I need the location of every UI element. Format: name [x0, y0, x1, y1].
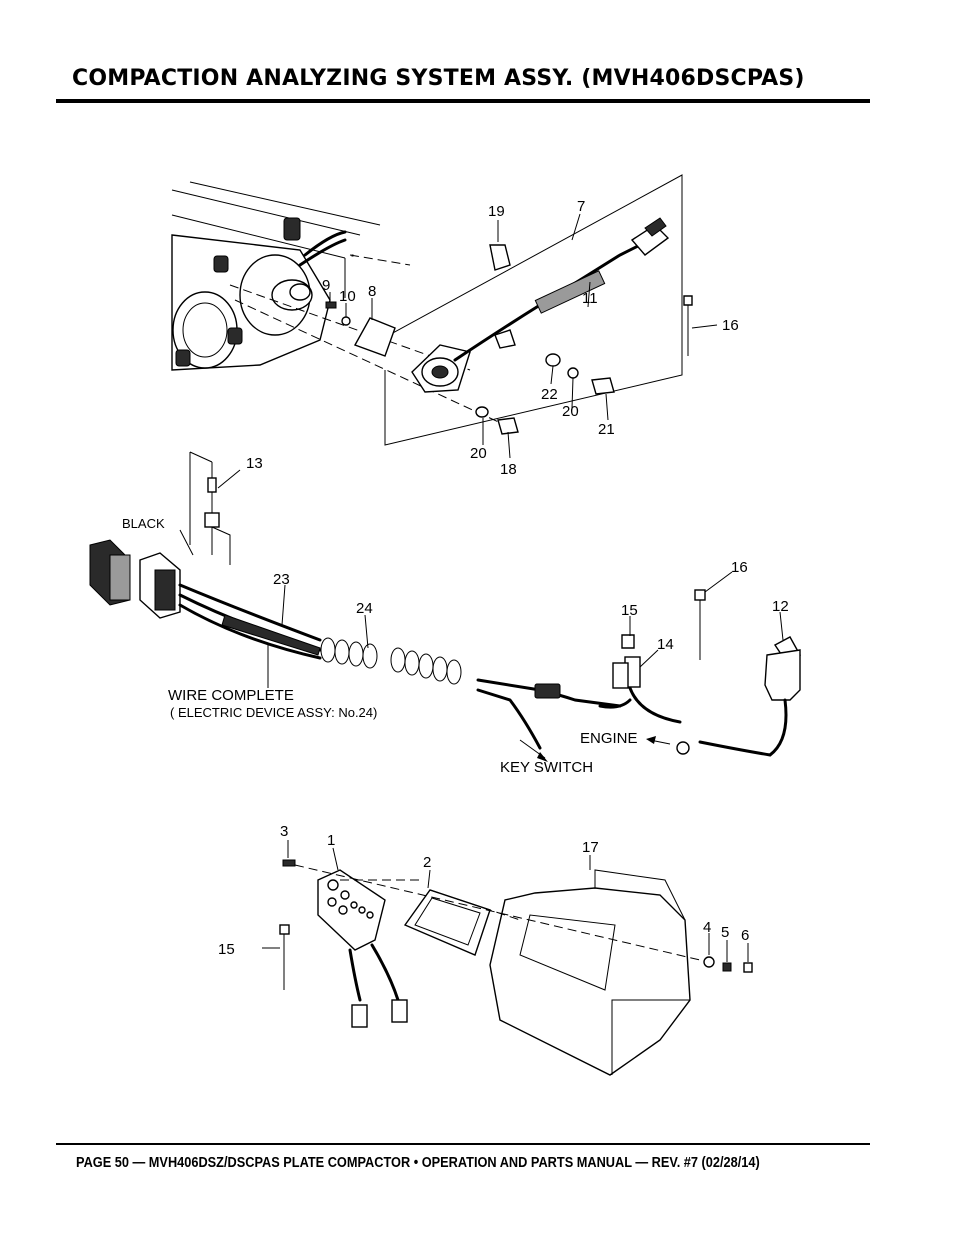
clamp-19-icon	[489, 244, 511, 271]
callout-2: 2	[423, 854, 431, 871]
callout-21: 21	[598, 421, 615, 438]
callout-15: 15	[621, 602, 638, 619]
callout-6: 6	[741, 927, 749, 944]
callout-11: 11	[582, 290, 598, 307]
callout-19: 19	[488, 203, 505, 220]
callout-7: 7	[577, 198, 585, 215]
callout-20: 20	[562, 403, 579, 420]
callout-5: 5	[721, 924, 729, 941]
washer-20b-icon	[475, 406, 489, 418]
callout-4: 4	[703, 919, 711, 936]
callout-18: 18	[500, 461, 517, 478]
control-panel-illustration	[279, 859, 753, 1076]
callout-24: 24	[356, 600, 373, 617]
callout-14: 14	[657, 636, 674, 653]
page-footer: PAGE 50 — MVH406DSZ/DSCPAS PLATE COMPACT…	[76, 1155, 760, 1171]
bolt-9-icon	[325, 301, 337, 309]
washer-20-icon	[567, 367, 579, 379]
callout-15b: 15	[218, 941, 235, 958]
callout-10: 10	[339, 288, 356, 305]
callout-9: 9	[322, 277, 330, 294]
callout-17: 17	[582, 839, 599, 856]
callout-13: 13	[246, 455, 263, 472]
callout-23: 23	[273, 571, 290, 588]
footer-rule	[56, 1143, 870, 1145]
exploded-view-frame	[344, 174, 683, 446]
callout-3: 3	[280, 823, 288, 840]
wire-harness-illustration	[89, 451, 802, 762]
label-wire-complete: WIRE COMPLETE	[168, 687, 294, 704]
page-title: COMPACTION ANALYZING SYSTEM ASSY. (MVH40…	[72, 66, 805, 91]
bolt-18-icon	[497, 417, 519, 435]
label-wire-complete-note: ( ELECTRIC DEVICE ASSY: No.24)	[170, 705, 377, 720]
callout-16b: 16	[731, 559, 748, 576]
callout-16: 16	[722, 317, 739, 334]
washer-22-icon	[545, 353, 561, 367]
washer-10-icon	[341, 316, 351, 326]
label-key-switch: KEY SWITCH	[500, 759, 593, 776]
callout-1: 1	[327, 832, 335, 849]
sensor-cable-7	[453, 217, 670, 362]
exciter-housing-illustration	[171, 181, 381, 371]
sensor-plate-8	[353, 317, 471, 393]
title-rule	[56, 99, 870, 103]
callout-12: 12	[772, 598, 789, 615]
bolt-21-icon	[591, 377, 615, 395]
label-black: BLACK	[122, 516, 165, 531]
callout-20b: 20	[470, 445, 487, 462]
callout-22: 22	[541, 386, 558, 403]
label-engine: ENGINE	[580, 730, 638, 747]
callout-8: 8	[368, 283, 376, 300]
